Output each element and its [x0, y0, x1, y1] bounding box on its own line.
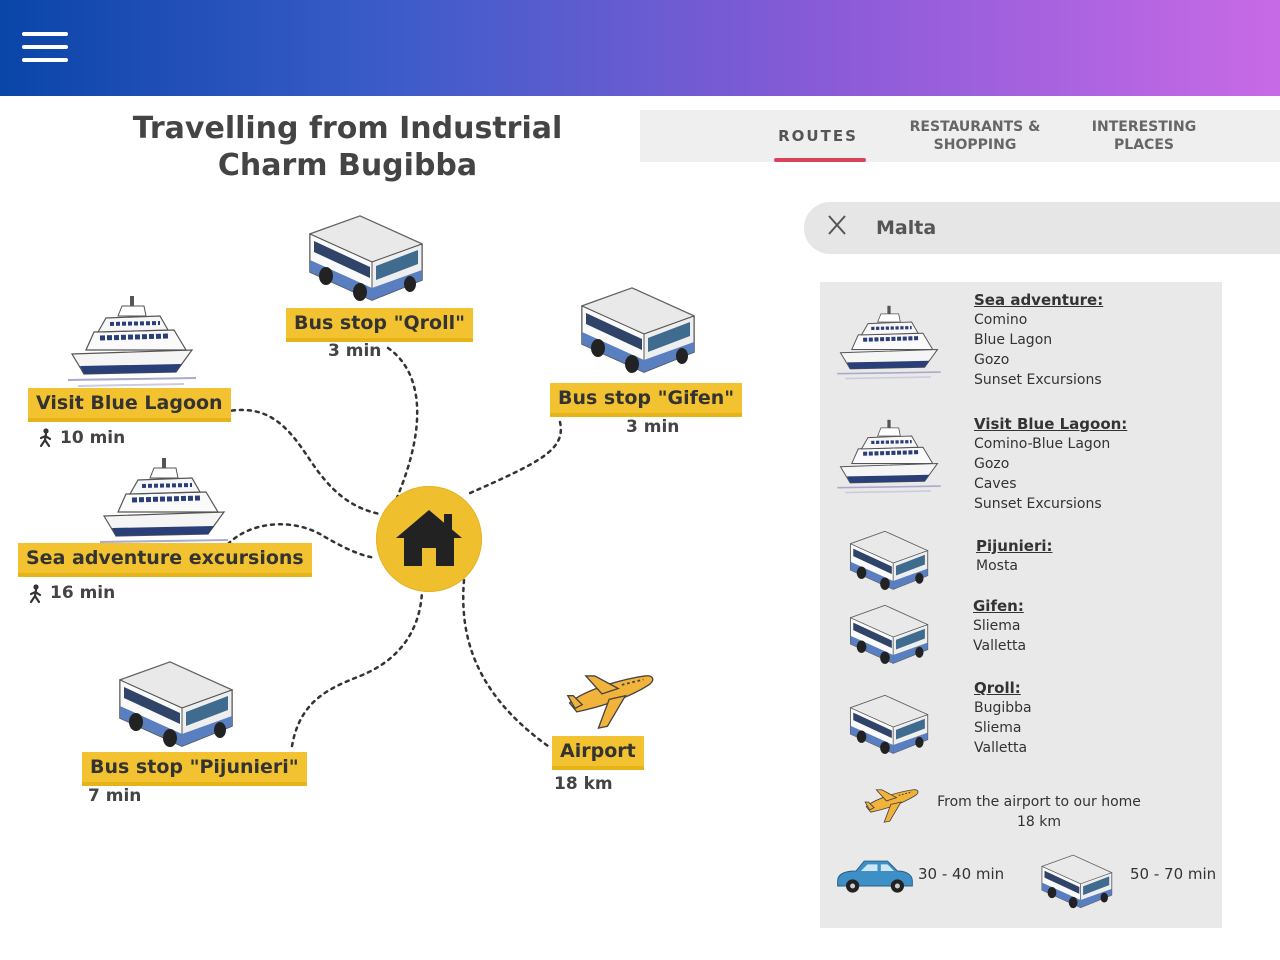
plane-icon — [566, 674, 654, 729]
bus-icon — [849, 530, 929, 591]
route-lines — [222, 346, 563, 748]
walker-icon — [39, 428, 52, 448]
map-label-qroll[interactable]: Bus stop "Qroll" — [286, 308, 473, 342]
route-item: Comino — [974, 312, 1028, 328]
routes-panel: Sea adventure: Comino Blue Lagon Gozo Su… — [820, 282, 1222, 928]
route-gifen-title[interactable]: Gifen: — [973, 597, 1024, 615]
page-title-line-2: Charm Bugibba — [217, 148, 478, 183]
map-distance-airport: 18 km — [554, 774, 613, 794]
map-time-sea-adventure: 16 min — [50, 583, 116, 603]
route-blue-lagoon-title[interactable]: Visit Blue Lagoon: — [974, 415, 1128, 433]
home-icon — [396, 510, 462, 566]
page-title: Travelling from Industrial Charm Bugibba — [120, 110, 575, 184]
route-item: Comino-Blue Lagon — [974, 436, 1111, 452]
ship-icon — [834, 418, 944, 496]
route-item: Sliema — [974, 720, 1022, 736]
map-label-airport[interactable]: Airport — [552, 736, 644, 770]
bus-icon — [581, 287, 695, 374]
route-airport-line-1: From the airport to our home — [937, 794, 1141, 810]
route-item: Sunset Excursions — [974, 496, 1102, 512]
ship-icon — [834, 304, 944, 382]
route-qroll: Qroll: Bugibba Sliema Valletta — [974, 678, 1032, 758]
tab-bar: ROUTES RESTAURANTS & SHOPPING INTERESTIN… — [640, 110, 1280, 162]
route-item: Sliema — [973, 618, 1021, 634]
ship-icon — [96, 456, 232, 552]
route-airport-line-2: 18 km — [1016, 814, 1061, 830]
map-time-pijunieri: 7 min — [88, 786, 142, 806]
route-item: Caves — [974, 476, 1017, 492]
tab-routes-label: ROUTES — [778, 127, 858, 145]
car-icon — [837, 860, 913, 894]
tab-routes[interactable]: ROUTES — [770, 110, 866, 162]
hamburger-menu-icon[interactable] — [22, 32, 68, 62]
tab-interesting-places[interactable]: INTERESTING PLACES — [1070, 110, 1218, 162]
route-qroll-title[interactable]: Qroll: — [974, 679, 1021, 697]
route-item: Valletta — [973, 638, 1027, 654]
bus-icon — [119, 661, 233, 748]
route-gifen: Gifen: Sliema Valletta — [973, 596, 1026, 656]
route-sea-adventure: Sea adventure: Comino Blue Lagon Gozo Su… — [974, 290, 1103, 390]
route-item: Bugibba — [974, 700, 1032, 716]
tab-places-label-1: INTERESTING — [1091, 119, 1197, 135]
search-input[interactable] — [876, 210, 1256, 246]
walker-icon — [29, 584, 42, 604]
route-item: Blue Lagon — [974, 332, 1053, 348]
tab-restaurants-label-2: SHOPPING — [933, 137, 1017, 153]
bus-travel-time: 50 - 70 min — [1130, 865, 1217, 883]
bus-icon — [849, 604, 929, 665]
map-time-gifen: 3 min — [626, 417, 680, 437]
route-pijunieri: Pijunieri: Mosta — [976, 536, 1053, 576]
search-bar — [804, 202, 1280, 254]
bus-icon — [849, 694, 929, 755]
map-label-pijunieri[interactable]: Bus stop "Pijunieri" — [82, 752, 307, 786]
tab-restaurants-shopping[interactable]: RESTAURANTS & SHOPPING — [900, 110, 1050, 162]
bus-icon — [309, 215, 423, 302]
route-pijunieri-title[interactable]: Pijunieri: — [976, 537, 1053, 555]
top-bar — [0, 0, 1280, 96]
bus-icon — [1041, 854, 1113, 909]
plane-icon — [864, 789, 919, 823]
map-label-gifen[interactable]: Bus stop "Gifen" — [550, 383, 743, 417]
route-item: Sunset Excursions — [974, 372, 1102, 388]
route-item: Gozo — [974, 352, 1010, 368]
map-label-blue-lagoon[interactable]: Visit Blue Lagoon — [28, 388, 231, 422]
map-label-sea-adventure[interactable]: Sea adventure excursions — [18, 543, 312, 577]
ship-icon — [64, 294, 200, 390]
route-airport: From the airport to our home 18 km — [934, 792, 1144, 832]
x-icon[interactable] — [826, 212, 848, 242]
route-sea-adventure-title[interactable]: Sea adventure: — [974, 291, 1104, 309]
tab-places-label-2: PLACES — [1114, 137, 1174, 153]
page-title-line-1: Travelling from Industrial — [132, 111, 563, 146]
route-item: Valletta — [974, 740, 1028, 756]
map-time-blue-lagoon: 10 min — [60, 428, 126, 448]
car-travel-time: 30 - 40 min — [918, 865, 1005, 883]
route-item: Gozo — [974, 456, 1010, 472]
home-hub[interactable] — [376, 486, 482, 592]
map-time-qroll: 3 min — [328, 341, 382, 361]
route-blue-lagoon: Visit Blue Lagoon: Comino-Blue Lagon Goz… — [974, 414, 1127, 514]
route-item: Mosta — [976, 558, 1019, 574]
tab-restaurants-label-1: RESTAURANTS & — [909, 119, 1041, 135]
